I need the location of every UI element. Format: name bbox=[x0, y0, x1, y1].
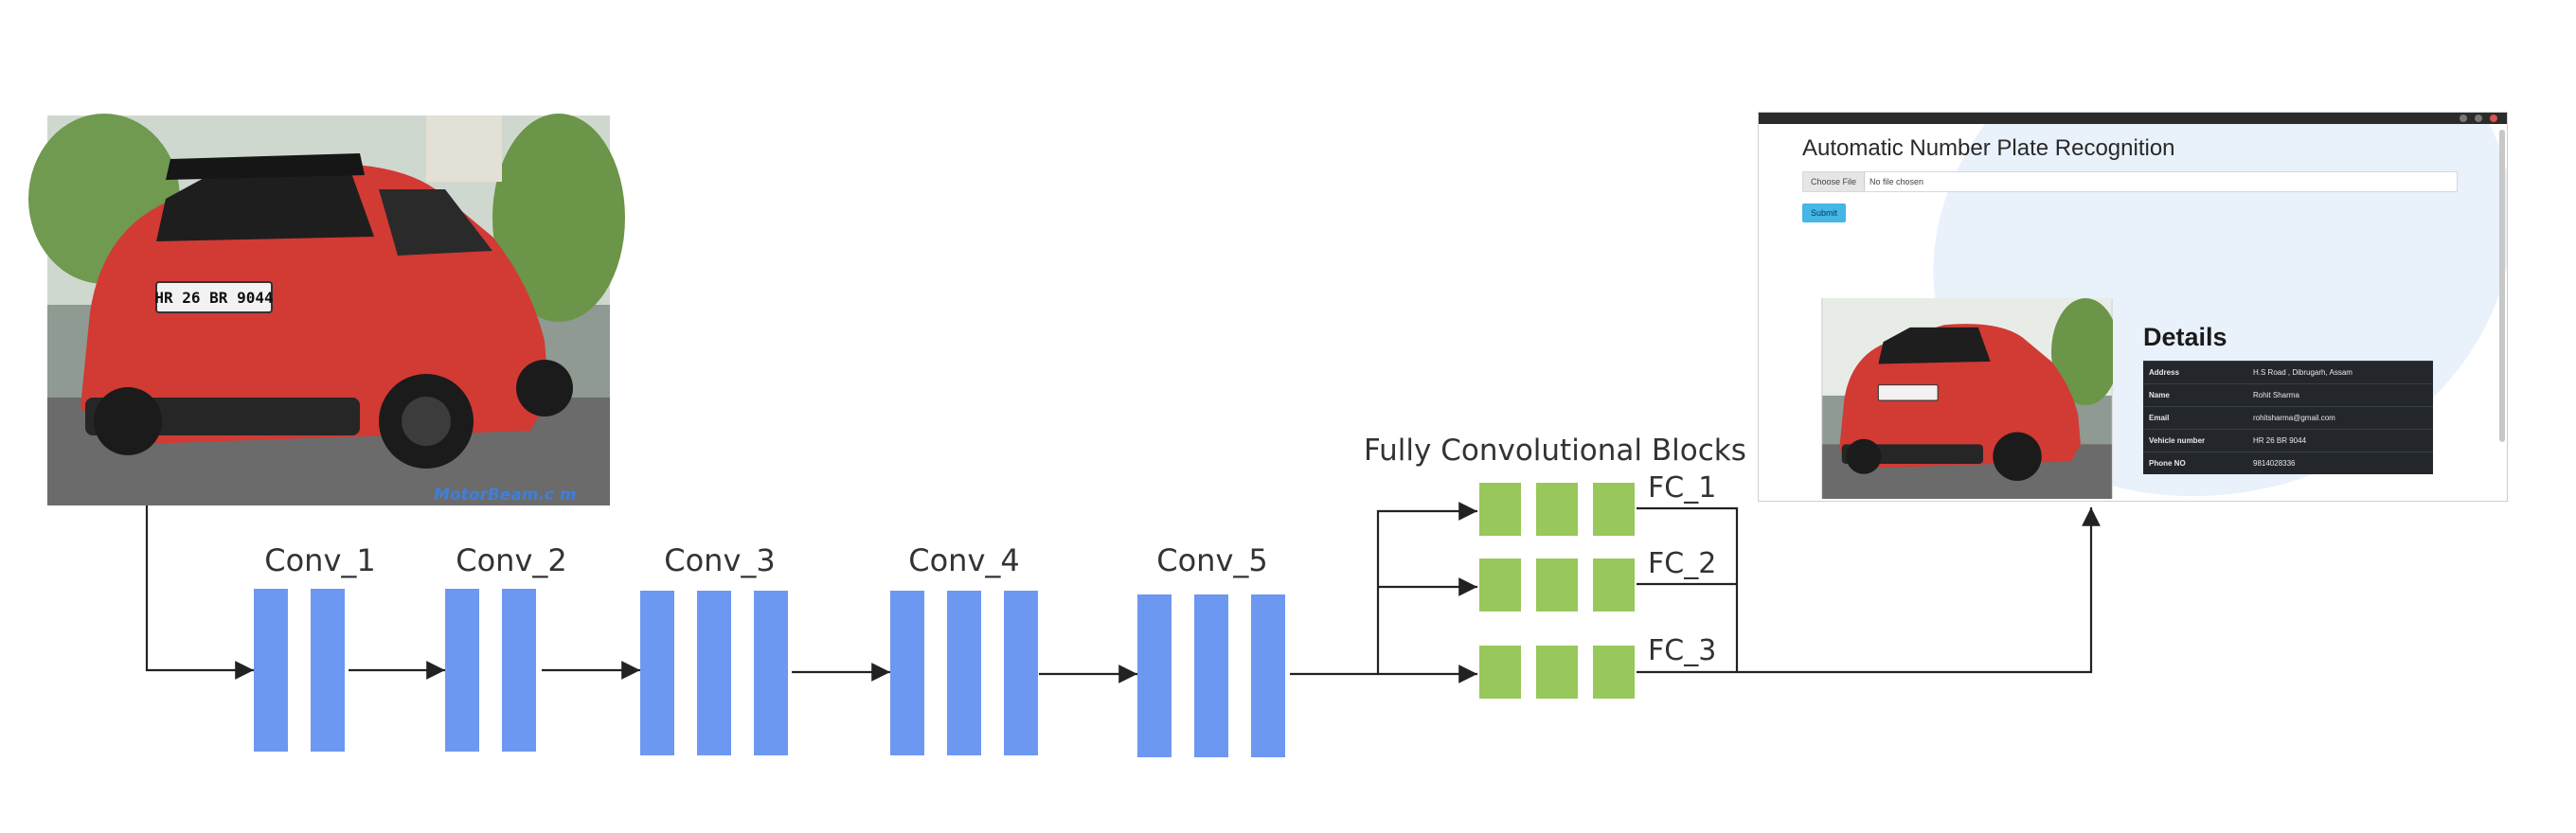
fc-block-label: FC_1 bbox=[1648, 471, 1716, 505]
conv-feature-map bbox=[254, 589, 288, 752]
result-car-image bbox=[1821, 298, 2113, 499]
details-value: Rohit Sharma bbox=[2247, 383, 2433, 407]
submit-button[interactable]: Submit bbox=[1802, 204, 1846, 222]
details-heading: Details bbox=[2143, 323, 2227, 351]
details-key: Vehicle number bbox=[2143, 429, 2247, 452]
watermark-text: MotorBeam.c m bbox=[434, 486, 577, 505]
conv-feature-map bbox=[445, 589, 479, 752]
conv-feature-map bbox=[697, 591, 731, 755]
fc-unit bbox=[1536, 483, 1578, 536]
profile-icon bbox=[2490, 115, 2497, 122]
conv-feature-map bbox=[1194, 594, 1228, 757]
conv-block-3: Conv_3 bbox=[640, 542, 788, 755]
toolbar-icon bbox=[2460, 115, 2467, 122]
conv-block-label: Conv_5 bbox=[1156, 542, 1268, 578]
details-value: H.S Road , Dibrugarh, Assam bbox=[2247, 361, 2433, 384]
browser-toolbar bbox=[1759, 113, 2507, 124]
anpr-web-app-screenshot: Automatic Number Plate Recognition Choos… bbox=[1758, 112, 2508, 502]
fc-block-3: FC_3 bbox=[1479, 634, 1716, 699]
fc-block-label: FC_2 bbox=[1648, 547, 1716, 580]
conv-feature-map bbox=[1137, 594, 1172, 757]
fc-unit bbox=[1536, 646, 1578, 699]
conv-block-label: Conv_1 bbox=[264, 542, 376, 578]
fc-unit bbox=[1593, 483, 1635, 536]
conv-block-1: Conv_1 bbox=[254, 542, 376, 752]
conv-feature-map bbox=[947, 591, 981, 755]
input-car-image: HR 26 BR 9044 MotorBeam.c m bbox=[28, 114, 625, 505]
details-value: rohitsharma@gmail.com bbox=[2247, 406, 2433, 430]
details-value: HR 26 BR 9044 bbox=[2247, 429, 2433, 452]
conv-block-label: Conv_4 bbox=[908, 542, 1020, 578]
conv-block-label: Conv_3 bbox=[664, 542, 776, 578]
fc-block-label: FC_3 bbox=[1648, 634, 1716, 667]
fc-unit bbox=[1536, 558, 1578, 611]
conv-block-label: Conv_2 bbox=[456, 542, 567, 578]
fc-unit bbox=[1593, 558, 1635, 611]
fc-blocks: FC_1FC_2FC_3 bbox=[1479, 471, 1716, 699]
fc-group-title: Fully Convolutional Blocks bbox=[1364, 434, 1746, 468]
conv-feature-map bbox=[1251, 594, 1285, 757]
details-key: Phone NO bbox=[2143, 452, 2247, 474]
conv-feature-map bbox=[640, 591, 674, 755]
conv-blocks: Conv_1 Conv_2 Conv_3 Conv_4 Conv_5 bbox=[254, 542, 1285, 757]
details-key: Name bbox=[2143, 383, 2247, 407]
flow-connectors bbox=[145, 502, 2101, 683]
conv-block-5: Conv_5 bbox=[1137, 542, 1285, 757]
conv-feature-map bbox=[1004, 591, 1038, 755]
choose-file-button[interactable]: Choose File bbox=[1803, 172, 1866, 191]
conv-block-4: Conv_4 bbox=[890, 542, 1038, 755]
fc-block-1: FC_1 bbox=[1479, 471, 1716, 536]
conv-feature-map bbox=[754, 591, 788, 755]
conv-feature-map bbox=[890, 591, 924, 755]
fc-unit bbox=[1479, 558, 1521, 611]
conv-feature-map bbox=[311, 589, 345, 752]
file-input[interactable]: Choose File No file chosen bbox=[1802, 171, 2458, 192]
toolbar-icon bbox=[2475, 115, 2482, 122]
scrollbar[interactable] bbox=[2499, 130, 2505, 442]
details-value: 9814028336 bbox=[2247, 452, 2433, 474]
conv-feature-map bbox=[502, 589, 536, 752]
app-title: Automatic Number Plate Recognition bbox=[1802, 135, 2175, 161]
fc-block-2: FC_2 bbox=[1479, 547, 1716, 611]
fc-unit bbox=[1479, 483, 1521, 536]
license-plate-text: HR 26 BR 9044 bbox=[154, 289, 273, 307]
fc-unit bbox=[1593, 646, 1635, 699]
file-placeholder: No file chosen bbox=[1869, 177, 1924, 186]
details-key: Address bbox=[2143, 361, 2247, 384]
conv-block-2: Conv_2 bbox=[445, 542, 567, 752]
details-key: Email bbox=[2143, 406, 2247, 430]
fc-unit bbox=[1479, 646, 1521, 699]
